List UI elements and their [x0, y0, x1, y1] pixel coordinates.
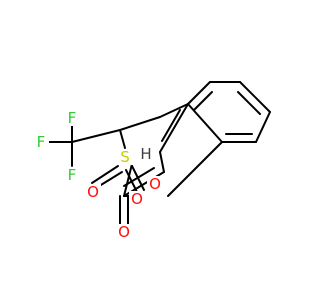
- bond-c3a-c3: [159, 151, 165, 173]
- bond-c3a-ch2: [159, 103, 189, 118]
- sulfonyl-oxygen-left-label: O: [87, 183, 99, 201]
- label-bg: [147, 176, 163, 192]
- label-bg: [116, 224, 132, 240]
- label-bg: [129, 191, 145, 207]
- label-bg: [64, 110, 80, 126]
- bond-ch-s: [119, 129, 126, 149]
- bond-s-o-left-1: [91, 165, 119, 184]
- bond-s-c3: [123, 163, 133, 197]
- bond-c9b-c3a: [159, 103, 189, 153]
- bond-benzene-3: [239, 81, 271, 113]
- bond-c3-c4-inner: [123, 167, 155, 187]
- bond-s-o-right-1: [131, 165, 145, 191]
- bond-benzene-3-inner: [237, 91, 261, 115]
- bond-o-c5a: [167, 141, 223, 197]
- fluorine-top-label: F: [68, 109, 77, 127]
- structure-diagram: F F F H S O O O O: [33, 81, 271, 241]
- bond-ch2-ch: [119, 116, 161, 131]
- hydrogen-label: H: [140, 145, 151, 163]
- label-bg: [138, 146, 154, 162]
- fluorine-bottom-label: F: [68, 166, 77, 184]
- bond-benzene-1: [187, 81, 211, 105]
- label-bg: [117, 149, 133, 165]
- bond-s-o-right-2: [125, 169, 139, 195]
- bond-benzene-4: [255, 111, 271, 143]
- label-bg: [64, 167, 80, 183]
- ring-oxygen-label: O: [149, 175, 161, 193]
- bond-ch-cf3: [71, 129, 121, 143]
- bond-benzene-1-inner: [193, 91, 213, 111]
- carbonyl-oxygen-label: O: [118, 223, 130, 241]
- bond-c9b-c3a-inner: [161, 109, 181, 142]
- sulfonyl-oxygen-right-label: O: [131, 190, 143, 208]
- fluorine-left-label: F: [37, 133, 46, 151]
- sulfur-label: S: [120, 148, 130, 166]
- molecule-canvas: F F F H S O O O O: [33, 81, 271, 241]
- label-bg: [85, 184, 101, 200]
- label-bg: [33, 134, 49, 150]
- bond-benzene-6: [187, 103, 223, 143]
